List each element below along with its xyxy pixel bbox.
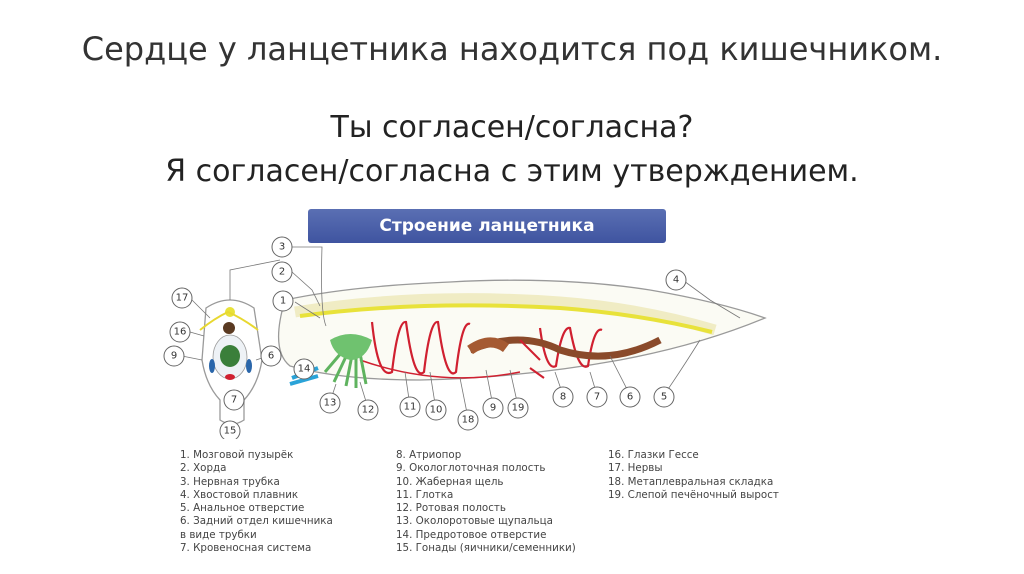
callout-13: 13 bbox=[319, 392, 341, 414]
svg-text:7: 7 bbox=[231, 395, 237, 406]
legend-item: 5. Анальное отверстие bbox=[180, 502, 305, 515]
callout-16: 16 bbox=[169, 321, 191, 343]
svg-text:6: 6 bbox=[627, 392, 633, 403]
callout-3: 3 bbox=[271, 236, 293, 258]
svg-text:12: 12 bbox=[362, 405, 375, 416]
svg-text:9: 9 bbox=[171, 351, 177, 362]
callout-7: 7 bbox=[586, 386, 608, 408]
svg-text:10: 10 bbox=[430, 405, 443, 416]
question-block: Ты согласен/согласна? Я согласен/согласн… bbox=[0, 106, 1024, 194]
lancelet-body bbox=[277, 279, 767, 388]
svg-text:19: 19 bbox=[512, 403, 525, 414]
callout-15: 15 bbox=[219, 420, 241, 439]
svg-text:13: 13 bbox=[324, 398, 337, 409]
svg-text:5: 5 bbox=[661, 392, 667, 403]
svg-text:14: 14 bbox=[298, 364, 311, 375]
svg-text:16: 16 bbox=[174, 327, 187, 338]
leader-lines bbox=[181, 246, 741, 430]
legend-item: 9. Окологлоточная полость bbox=[396, 462, 546, 475]
legend-item: 4. Хвостовой плавник bbox=[180, 488, 299, 501]
legend-item: 15. Гонады (яичники/семенники) bbox=[396, 542, 576, 555]
callout-19: 19 bbox=[507, 397, 529, 419]
svg-text:7: 7 bbox=[594, 392, 600, 403]
lancelet-diagram: 1 2 3 4 5 6 7 8 9 10 11 12 13 14 15 16 1… bbox=[163, 236, 767, 439]
svg-text:6: 6 bbox=[268, 351, 274, 362]
question-line-2: Я согласен/согласна с этим утверждением. bbox=[165, 154, 859, 189]
legend-item: 1. Мозговой пузырёк bbox=[180, 449, 294, 461]
legend-item: 7. Кровеносная система bbox=[180, 542, 312, 555]
svg-text:18: 18 bbox=[462, 415, 475, 426]
svg-text:2: 2 bbox=[279, 267, 285, 278]
legend-item: 8. Атриопор bbox=[396, 449, 462, 461]
legend-item: 11. Глотка bbox=[396, 488, 454, 501]
cross-section bbox=[199, 259, 281, 425]
legend-item: 18. Метаплевральная складка bbox=[608, 475, 774, 488]
callout-12: 12 bbox=[357, 399, 379, 421]
diagram-banner: Строение ланцетника bbox=[308, 209, 666, 243]
callout-1: 1 bbox=[272, 290, 294, 312]
callout-6: 6 bbox=[619, 386, 641, 408]
legend-item: 10. Жаберная щель bbox=[396, 475, 504, 488]
legend-item: 3. Нервная трубка bbox=[180, 475, 280, 488]
legend-item: 12. Ротовая полость bbox=[396, 502, 506, 515]
legend-item: 14. Предротовое отверстие bbox=[396, 528, 547, 541]
svg-text:15: 15 bbox=[224, 426, 237, 437]
legend-item: 19. Слепой печёночный вырост bbox=[608, 488, 779, 501]
callout-6-cross: 6 bbox=[260, 345, 282, 367]
callout-17: 17 bbox=[171, 287, 193, 309]
legend-column-2: 8. Атриопор 9. Окологлоточная полость 10… bbox=[396, 449, 576, 555]
callout-9: 9 bbox=[482, 397, 504, 419]
legend-column-3: 16. Глазки Гессе 17. Нервы 18. Метаплевр… bbox=[608, 449, 779, 502]
legend-item: 2. Хорда bbox=[180, 462, 227, 475]
legend-column-1: 1. Мозговой пузырёк 2. Хорда 3. Нервная … bbox=[180, 449, 333, 555]
slide-title: Сердце у ланцетника находится под кишечн… bbox=[81, 30, 943, 68]
svg-text:9: 9 bbox=[490, 403, 496, 414]
legend-item: 6. Задний отдел кишечника bbox=[180, 515, 333, 528]
callout-14: 14 bbox=[293, 358, 315, 380]
svg-text:3: 3 bbox=[279, 242, 285, 253]
callout-5: 5 bbox=[653, 386, 675, 408]
legend-item: в виде трубки bbox=[180, 528, 257, 541]
callout-10: 10 bbox=[425, 399, 447, 421]
callout-2: 2 bbox=[271, 261, 293, 283]
svg-text:4: 4 bbox=[673, 275, 679, 286]
callout-9-cross: 9 bbox=[163, 345, 185, 367]
callout-11: 11 bbox=[399, 396, 421, 418]
question-line-1: Ты согласен/согласна? bbox=[330, 110, 694, 145]
callout-18: 18 bbox=[457, 409, 479, 431]
svg-text:11: 11 bbox=[404, 402, 417, 413]
svg-text:8: 8 bbox=[560, 392, 566, 403]
callout-4: 4 bbox=[665, 269, 687, 291]
svg-text:1: 1 bbox=[280, 296, 286, 307]
legend-item: 17. Нервы bbox=[608, 462, 663, 475]
callout-7-cross: 7 bbox=[223, 389, 245, 411]
svg-text:17: 17 bbox=[176, 293, 189, 304]
legend-item: 13. Околоротовые щупальца bbox=[396, 515, 553, 528]
callout-8: 8 bbox=[552, 386, 574, 408]
legend-item: 16. Глазки Гессе bbox=[608, 449, 699, 461]
